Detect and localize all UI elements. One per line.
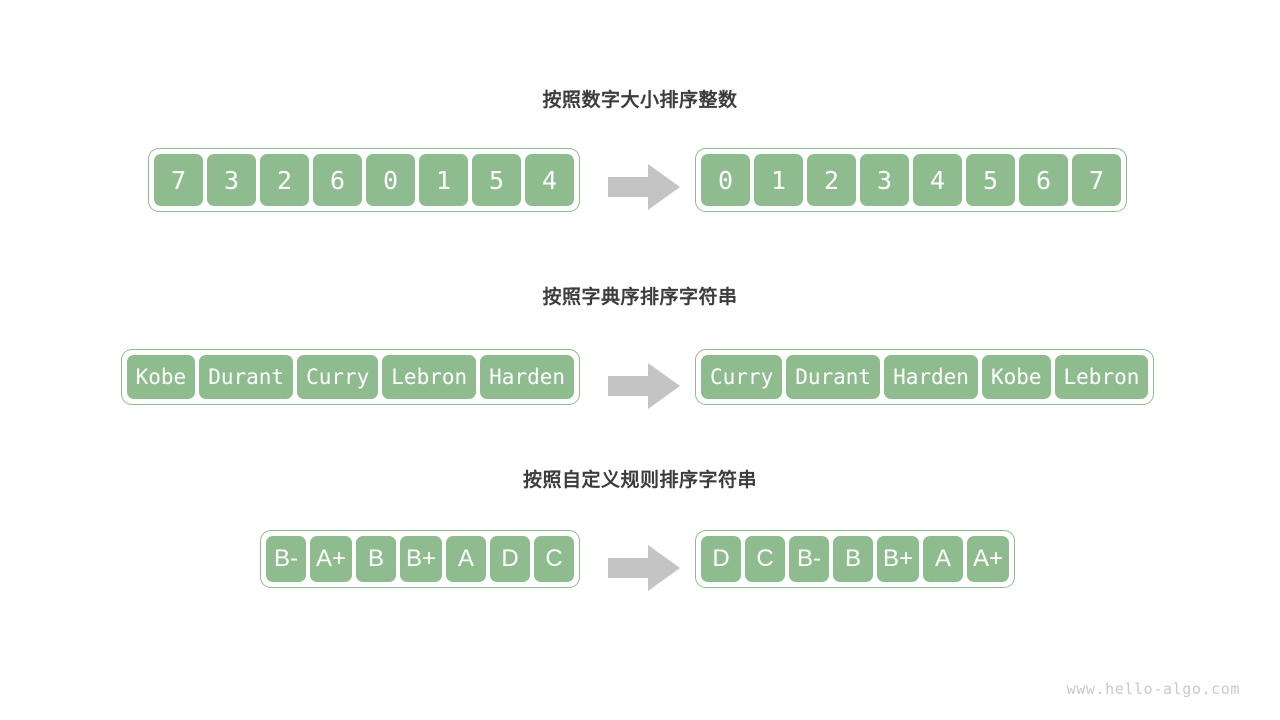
array-cell: A (444, 534, 488, 584)
array-cell: D (488, 534, 532, 584)
array-cell: D (699, 534, 743, 584)
array-cell: 3 (205, 152, 258, 208)
array-cell: B (353, 534, 398, 584)
array-cell: 7 (152, 152, 205, 208)
section-title-sort-integers: 按照数字大小排序整数 (542, 90, 738, 111)
array-cell: 1 (417, 152, 470, 208)
array-cell: 4 (523, 152, 576, 208)
array-cell: 3 (858, 152, 911, 208)
array-cell: 5 (964, 152, 1017, 208)
array-cell: Lebron (380, 353, 479, 401)
array-cell: A+ (965, 534, 1012, 584)
array-cell: Kobe (124, 353, 198, 401)
array-cell: Lebron (1052, 353, 1151, 401)
array-cell: Curry (295, 353, 381, 401)
array-cell: 2 (805, 152, 858, 208)
array-cell: Durant (784, 353, 883, 401)
array-cell: C (743, 534, 787, 584)
array-cell: Harden (478, 353, 576, 401)
right-arrow-icon (608, 164, 680, 210)
array-cell: A+ (307, 534, 354, 584)
array-cell: 6 (311, 152, 364, 208)
array-cell: Curry (699, 353, 785, 401)
array-cell: Kobe (979, 353, 1053, 401)
array-cell: 0 (364, 152, 417, 208)
array-cell: A (921, 534, 966, 584)
section-title-sort-strings-custom-rule: 按照自定义规则排序字符串 (522, 470, 757, 491)
right-arrow-icon (608, 545, 680, 591)
array-cell: 7 (1070, 152, 1123, 208)
array-cell: 2 (258, 152, 311, 208)
array-cell: B- (787, 534, 831, 584)
array-cell: Durant (197, 353, 296, 401)
right-arrow-icon (608, 363, 680, 409)
section-title-sort-strings-lexicographic: 按照字典序排序字符串 (542, 287, 738, 308)
array-cell: 5 (470, 152, 523, 208)
array-cell: B- (263, 534, 308, 584)
array-cell: 1 (752, 152, 805, 208)
array-cell: B+ (875, 534, 922, 584)
array-cell: 0 (699, 152, 752, 208)
array-cell: B (831, 534, 875, 584)
array-cell: Harden (882, 353, 980, 401)
array-cell: B+ (397, 534, 444, 584)
array-cell: C (532, 534, 576, 584)
array-cell: 6 (1017, 152, 1070, 208)
watermark: www.hello-algo.com (1066, 680, 1240, 698)
array-cell: 4 (911, 152, 964, 208)
